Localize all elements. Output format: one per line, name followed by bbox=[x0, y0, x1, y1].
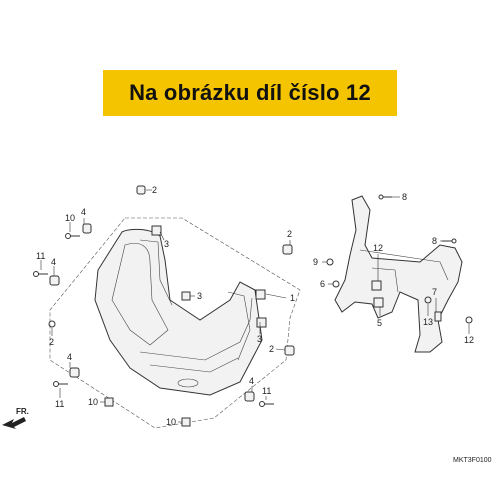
callout: 9 bbox=[313, 257, 318, 267]
arrow-icon bbox=[2, 417, 26, 429]
bolt-9 bbox=[326, 258, 334, 266]
callout: 6 bbox=[320, 279, 325, 289]
screw-8-right bbox=[442, 238, 457, 244]
washer-left bbox=[48, 320, 56, 328]
callout: 4 bbox=[67, 352, 72, 362]
screw-8-upper bbox=[378, 194, 392, 200]
nut-clip-center bbox=[181, 291, 191, 301]
direction-label: FR. bbox=[16, 407, 29, 416]
callout: 2 bbox=[49, 337, 54, 347]
callout: 11 bbox=[55, 399, 64, 409]
callout: 2 bbox=[287, 229, 292, 239]
callout: 3 bbox=[164, 239, 169, 249]
part-number-banner: Na obrázku díl číslo 12 bbox=[103, 70, 397, 116]
nut-clip-upper bbox=[151, 225, 162, 236]
callout: 5 bbox=[377, 318, 382, 328]
bolt-11-left bbox=[33, 271, 48, 277]
rubber-mount-left bbox=[49, 275, 60, 286]
bolt-6 bbox=[332, 280, 340, 288]
bolt-12-lower bbox=[465, 316, 473, 324]
headlight-housing bbox=[94, 228, 263, 396]
grommet-right bbox=[282, 244, 293, 255]
callout: 7 bbox=[432, 287, 437, 297]
assembly-outline bbox=[49, 217, 301, 429]
headlight-socket bbox=[177, 378, 199, 388]
headlight-lens-lower bbox=[139, 297, 253, 361]
callout: 12 bbox=[373, 243, 383, 253]
nut-clip-right-1 bbox=[255, 289, 266, 300]
callout: 8 bbox=[402, 192, 407, 202]
callout: 4 bbox=[249, 376, 254, 386]
bolt-11-upper bbox=[65, 233, 80, 239]
banner-text: Na obrázku díl číslo 12 bbox=[129, 80, 371, 105]
callout: 3 bbox=[197, 291, 202, 301]
leader-lines bbox=[40, 189, 470, 423]
bolt-11-lower-left bbox=[53, 381, 68, 387]
callout-labels: 2 3 4 10 11 4 2 4 11 3 1 2 3 2 4 11 10 1… bbox=[36, 185, 474, 427]
rubber-mount-upper bbox=[82, 223, 92, 234]
callout: 2 bbox=[269, 344, 274, 354]
callout: 13 bbox=[423, 317, 433, 327]
stay-bracket-inner bbox=[371, 267, 399, 293]
rubber-mount-lower-right bbox=[244, 391, 255, 402]
nut-clip-right-2 bbox=[256, 317, 267, 328]
callout: 11 bbox=[36, 251, 45, 261]
headlight-top-edge bbox=[139, 239, 173, 306]
callout: 3 bbox=[257, 334, 262, 344]
nut-12-upper bbox=[371, 280, 382, 291]
collar-5 bbox=[373, 297, 384, 308]
headlight-lens-inner bbox=[149, 357, 239, 373]
callout: 10 bbox=[65, 213, 75, 223]
bolt-11-lower-right bbox=[259, 401, 274, 407]
callout: 10 bbox=[166, 417, 176, 427]
callout: 2 bbox=[152, 185, 157, 195]
bolt-13 bbox=[424, 296, 432, 304]
grommet-top bbox=[136, 185, 146, 195]
clip-lower-center bbox=[181, 417, 191, 427]
grommet-right-lower bbox=[284, 345, 295, 356]
stay-bracket-crossbar bbox=[359, 249, 449, 281]
callout: 11 bbox=[262, 386, 271, 396]
callout: 8 bbox=[432, 236, 437, 246]
callout: 4 bbox=[51, 257, 56, 267]
callout: 1 bbox=[290, 293, 295, 303]
callout: 10 bbox=[88, 397, 98, 407]
rubber-mount-lower-left bbox=[69, 367, 80, 378]
callout: 4 bbox=[81, 207, 86, 217]
diagram-code: MKT3F0100 bbox=[453, 457, 492, 464]
callout: 12 bbox=[464, 335, 474, 345]
headlight-stay-bracket bbox=[334, 195, 463, 353]
clip-lower-left bbox=[104, 397, 114, 407]
spacer-7 bbox=[434, 311, 442, 322]
headlight-lens-left bbox=[111, 242, 169, 346]
front-direction-arrow: FR. bbox=[2, 407, 29, 429]
headlight-right-edge bbox=[227, 291, 251, 361]
